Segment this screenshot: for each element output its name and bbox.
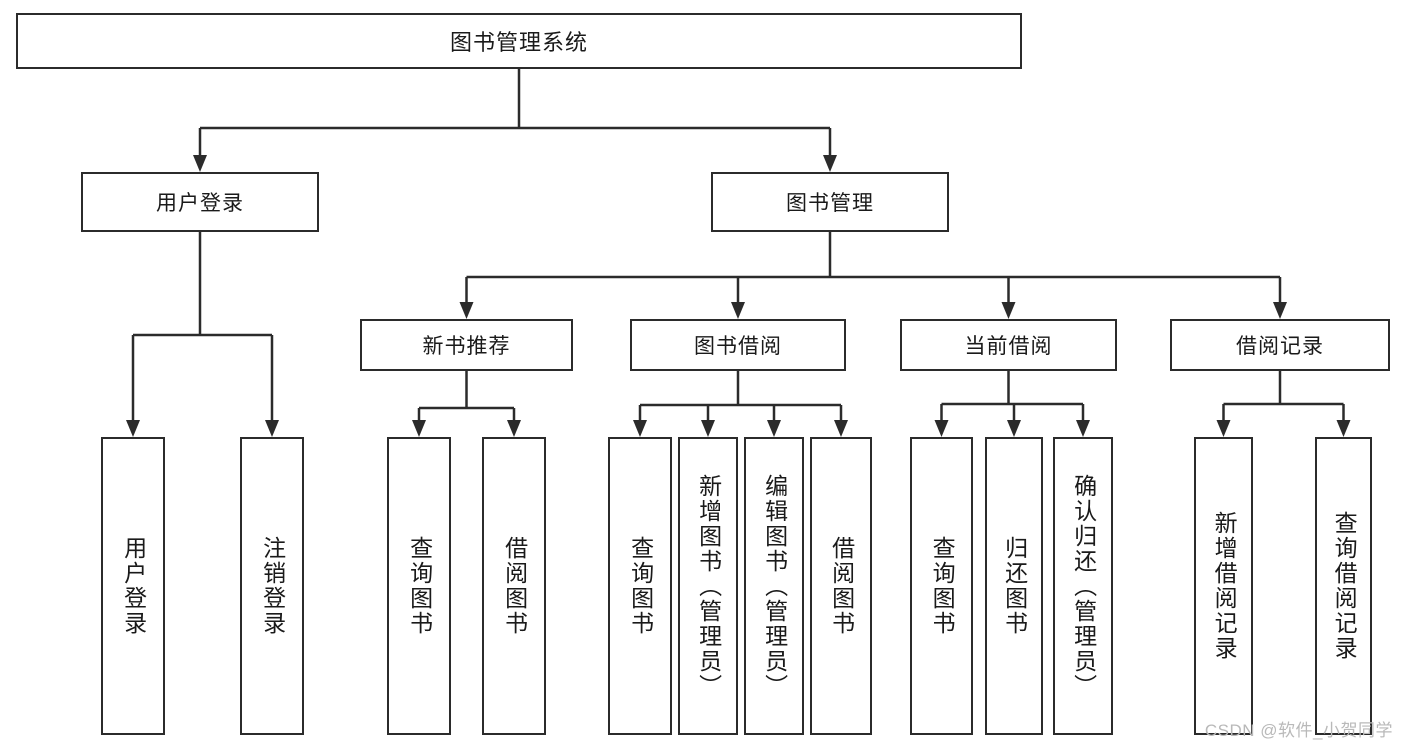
arrow-head (412, 420, 426, 437)
arrow-head (1007, 420, 1021, 437)
node-records[interactable]: 借阅记录 (1170, 319, 1390, 371)
node-label: 新增借阅记录 (1211, 511, 1238, 661)
arrow-head (1273, 302, 1287, 319)
node-label: 查询借阅记录 (1331, 511, 1358, 661)
node-leaf-cur-2[interactable]: 归还图书 (985, 437, 1043, 735)
node-label: 归还图书 (1001, 536, 1028, 636)
arrow-head (193, 155, 207, 172)
node-label: 新书推荐 (422, 335, 511, 358)
arrow-head (1001, 302, 1016, 319)
arrow-head (1216, 420, 1231, 437)
node-current[interactable]: 当前借阅 (900, 319, 1117, 371)
arrow-head (459, 302, 474, 319)
node-label: 图书借阅 (694, 335, 782, 358)
arrow-head (1336, 420, 1351, 437)
node-label: 当前借阅 (964, 335, 1053, 358)
arrow-head (126, 420, 140, 437)
node-leaf-cur-3[interactable]: 确认归还（管理员） (1053, 437, 1113, 735)
node-leaf-borrow-2[interactable]: 新增图书（管理员） (678, 437, 738, 735)
arrow-head (823, 155, 837, 172)
node-login[interactable]: 用户登录 (81, 172, 319, 232)
arrow-head (767, 420, 781, 437)
arrow-head (934, 420, 949, 437)
node-leaf-rec-1[interactable]: 新增借阅记录 (1194, 437, 1253, 735)
node-root[interactable]: 图书管理系统 (16, 13, 1022, 69)
node-label: 确认归还（管理员） (1070, 473, 1097, 699)
node-leaf-borrow-4[interactable]: 借阅图书 (810, 437, 872, 735)
node-bookmgmt[interactable]: 图书管理 (711, 172, 949, 232)
node-label: 查询图书 (406, 536, 433, 636)
arrow-head (731, 302, 745, 319)
node-label: 借阅图书 (828, 536, 855, 636)
watermark: CSDN @软件_小贺同学 (1204, 721, 1393, 740)
node-label: 图书管理系统 (449, 30, 588, 55)
node-label: 借阅图书 (501, 536, 528, 636)
node-newbook[interactable]: 新书推荐 (360, 319, 573, 371)
node-leaf-login-1[interactable]: 用户登录 (101, 437, 165, 735)
node-label: 用户登录 (156, 192, 244, 215)
node-label: 查询图书 (929, 536, 956, 636)
node-leaf-cur-1[interactable]: 查询图书 (910, 437, 973, 735)
node-borrow[interactable]: 图书借阅 (630, 319, 846, 371)
arrow-head (834, 420, 848, 437)
node-label: 编辑图书（管理员） (761, 473, 788, 699)
node-label: 图书管理 (786, 192, 874, 215)
node-leaf-borrow-1[interactable]: 查询图书 (608, 437, 672, 735)
node-leaf-rec-2[interactable]: 查询借阅记录 (1315, 437, 1372, 735)
arrow-head (701, 420, 715, 437)
arrow-head (265, 420, 279, 437)
arrow-head (633, 420, 647, 437)
node-label: 查询图书 (627, 536, 654, 636)
node-leaf-new-2[interactable]: 借阅图书 (482, 437, 546, 735)
node-leaf-new-1[interactable]: 查询图书 (387, 437, 451, 735)
node-label: 借阅记录 (1236, 335, 1324, 358)
arrow-head (1076, 420, 1090, 437)
node-leaf-login-2[interactable]: 注销登录 (240, 437, 304, 735)
node-label: 新增图书（管理员） (695, 473, 722, 699)
node-leaf-borrow-3[interactable]: 编辑图书（管理员） (744, 437, 804, 735)
node-label: 注销登录 (259, 536, 286, 636)
node-label: 用户登录 (120, 536, 147, 636)
arrow-head (507, 420, 521, 437)
